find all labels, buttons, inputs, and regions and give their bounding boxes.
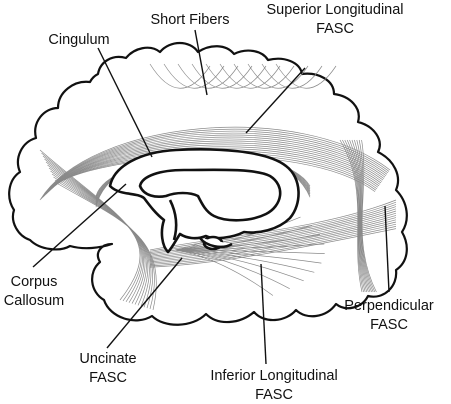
fan-fiber <box>174 225 313 251</box>
perpendicular-fiber <box>356 139 374 293</box>
uncinate-fiber <box>56 182 157 310</box>
perpendicular-fiber <box>351 139 371 293</box>
leader-uncinate <box>106 257 183 349</box>
short-fiber <box>163 63 225 89</box>
short-fiber <box>247 63 309 89</box>
label-slf-line2: FASC <box>316 21 354 37</box>
perpendicular-fiber <box>342 139 364 293</box>
label-corpus-line2: Callosum <box>4 293 64 309</box>
ilf-fiber <box>149 217 397 261</box>
fan-fiber <box>174 249 322 264</box>
fan-fiber <box>174 249 315 273</box>
label-short-fibers: Short Fibers <box>151 12 230 28</box>
leader-cingulum <box>97 47 153 158</box>
perpendicular-fiber <box>349 139 369 293</box>
short-fiber <box>149 63 211 89</box>
ilf-fiber <box>149 219 397 263</box>
perpendicular-fiber <box>361 139 377 293</box>
ilf-fiber <box>149 228 397 268</box>
perpendicular-fiber <box>339 139 363 293</box>
label-uncinate-line2: FASC <box>89 370 127 386</box>
leader-slf <box>245 67 306 134</box>
label-ilf-line1: Inferior Longitudinal <box>210 368 337 384</box>
perpendicular-fiber <box>346 139 368 293</box>
perpendicular-fiber <box>358 139 376 293</box>
fan-fiber <box>174 249 290 290</box>
fan-fiber <box>174 243 325 251</box>
fan-fiber <box>174 249 304 282</box>
label-slf-line1: Superior Longitudinal <box>266 2 403 18</box>
short-fiber <box>233 63 295 89</box>
label-ilf-line2: FASC <box>255 387 293 403</box>
label-perpendicular-line2: FASC <box>370 317 408 333</box>
ilf-fiber <box>149 199 397 251</box>
leader-ilf <box>260 263 267 365</box>
leader-perpendicular <box>384 205 390 293</box>
label-uncinate-line1: Uncinate <box>79 351 136 367</box>
leader-corpus-callosum <box>32 183 127 268</box>
fornix-shape <box>168 199 178 241</box>
fan-fiber <box>174 234 321 251</box>
short-fiber <box>219 63 281 89</box>
ventricle-shape <box>138 168 282 222</box>
ilf-fiber <box>149 210 397 257</box>
label-corpus-line1: Corpus <box>11 274 58 290</box>
ilf-fiber <box>149 221 397 264</box>
label-cingulum: Cingulum <box>48 32 109 48</box>
label-perpendicular-line1: Perpendicular <box>344 298 434 314</box>
ilf-fiber <box>149 201 397 252</box>
ilf-fiber <box>149 215 397 260</box>
perpendicular-fiber <box>344 139 366 293</box>
fan-fiber <box>174 249 325 254</box>
short-fiber <box>177 63 239 89</box>
short-fiber <box>261 63 323 89</box>
perpendicular-fiber <box>354 139 372 293</box>
short-fiber <box>191 63 253 89</box>
ilf-fiber <box>149 208 397 256</box>
brainstem-junction <box>198 237 233 249</box>
ilf-fiber <box>149 212 397 259</box>
ilf-fiber <box>149 204 397 253</box>
short-fiber <box>275 63 337 89</box>
short-fiber <box>205 63 267 89</box>
leader-short-fibers <box>194 29 208 96</box>
